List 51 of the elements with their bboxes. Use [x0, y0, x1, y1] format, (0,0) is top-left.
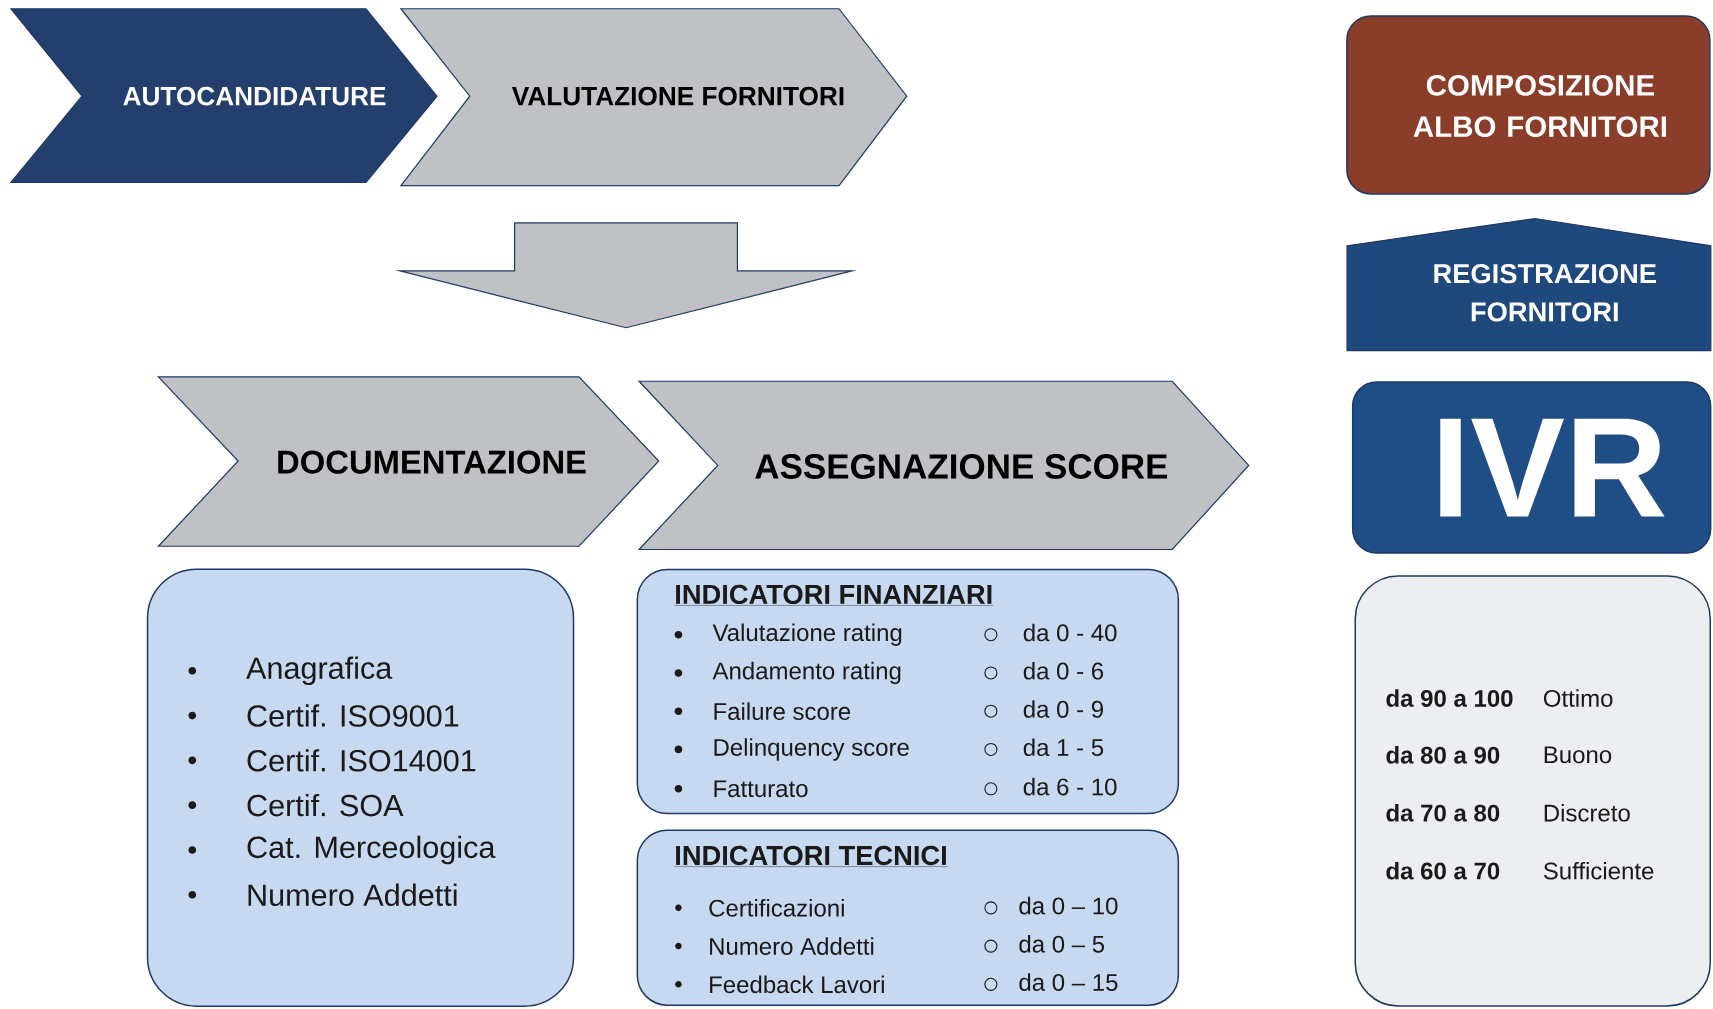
pentagon-box — [1346, 217, 1712, 352]
item-text: Feedback Lavori — [710, 975, 884, 993]
item-text: da 0 - 40 — [1023, 623, 1117, 642]
title-text: ASSEGNAZIONE SCORE — [755, 453, 1168, 479]
item-text: da 1 - 5 — [1023, 738, 1104, 756]
range-text: da 60 a 70 — [1386, 861, 1500, 880]
title-box — [1346, 14, 1711, 195]
block-arrow — [395, 222, 857, 329]
list-box — [146, 568, 575, 1007]
item-text: da 0 – 15 — [1019, 973, 1118, 991]
item-text: Anagrafica — [246, 656, 393, 685]
rating-text: Discreto — [1544, 803, 1630, 822]
title-text: REGISTRAZIONE FORNITORI — [1434, 263, 1656, 322]
title-text: IVR — [1440, 418, 1665, 517]
item-text: Andamento rating — [712, 661, 901, 684]
item-text: Certificazioni — [709, 898, 844, 917]
item-text: Certif. ISO14001 — [247, 748, 476, 772]
item-text: Failure score — [714, 702, 851, 720]
rating-text: Ottimo — [1543, 689, 1613, 707]
item-text: Certif. SOA — [247, 793, 404, 817]
rating-text: Sufficiente — [1543, 861, 1654, 880]
item-text: da 0 – 10 — [1019, 896, 1118, 915]
heading-text: INDICATORI FINANZIARI — [674, 584, 994, 606]
item-text: da 0 - 6 — [1023, 661, 1104, 680]
item-text: Certif. ISO9001 — [247, 704, 459, 727]
item-text: Delinquency score — [714, 738, 909, 761]
item-text: da 6 - 10 — [1023, 777, 1117, 796]
title-text: VALUTAZIONE FORNITORI — [511, 86, 844, 106]
item-text: Fatturato — [714, 780, 808, 797]
list-box — [636, 568, 1180, 815]
chevron-step — [157, 376, 660, 547]
item-text: Numero Addetti — [710, 937, 874, 955]
heading-text: INDICATORI TECNICI — [674, 845, 948, 867]
chevron-step — [9, 7, 438, 183]
chevron-step — [399, 7, 908, 187]
title-text: DOCUMENTAZIONE — [278, 450, 586, 474]
item-text: Valutazione rating — [712, 623, 902, 646]
range-text: da 80 a 90 — [1386, 745, 1500, 764]
legend-box — [1354, 575, 1711, 1007]
item-text: da 0 - 9 — [1023, 700, 1103, 718]
title-text: COMPOSIZIONE ALBO FORNITORI — [1413, 74, 1666, 137]
range-text: da 70 a 80 — [1386, 803, 1500, 822]
item-text: Numero Addetti — [248, 883, 457, 906]
chevron-step — [637, 380, 1250, 550]
rating-text: Buono — [1544, 746, 1612, 764]
range-text: da 90 a 100 — [1386, 689, 1513, 707]
title-text: AUTOCANDIDATURE — [123, 86, 386, 106]
title-box — [1351, 381, 1712, 554]
item-text: Cat. Merceologica — [247, 835, 496, 864]
list-box — [636, 829, 1180, 1006]
item-text: da 0 – 5 — [1019, 934, 1105, 953]
